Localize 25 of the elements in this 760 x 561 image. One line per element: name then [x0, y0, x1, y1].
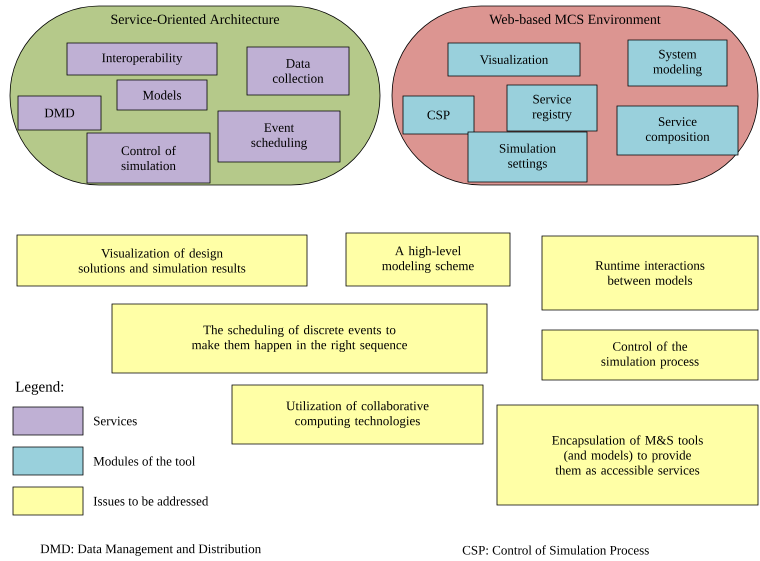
module-box: CSP: [402, 96, 474, 134]
footnote: DMD: Data Management and Distribution: [40, 544, 261, 556]
legend-title: Legend:: [16, 381, 64, 395]
legend-label: Modules of the tool: [94, 456, 196, 466]
module-box: Visualization: [448, 42, 580, 76]
service-box: Control of simulation: [86, 132, 210, 184]
service-box: Interoperability: [66, 42, 218, 76]
issue-box: Control of the simulation process: [542, 330, 758, 380]
service-box: Data collection: [246, 46, 350, 96]
issue-box: A high-level modeling scheme: [346, 232, 510, 286]
module-box: Simulation settings: [468, 132, 588, 182]
service-box: Models: [116, 80, 208, 110]
legend-label: Issues to be addressed: [94, 496, 208, 506]
footnote: CSP: Control of Simulation Process: [462, 545, 649, 555]
module-box: Service composition: [616, 106, 738, 156]
service-box: Event scheduling: [218, 110, 340, 162]
module-box: Service registry: [506, 84, 598, 132]
service-box: DMD: [18, 96, 102, 130]
issue-box: The scheduling of discrete events to make them happen in the right sequence: [112, 304, 488, 374]
issue-box: Runtime interactions between models: [542, 236, 758, 310]
issue-box: Utilization of collaborative computing technologies: [232, 384, 484, 444]
legend-label: Services: [94, 416, 137, 426]
issue-box: Visualization of design solutions and simulation results: [16, 234, 308, 286]
issue-box: Encapsulation of M&S tools (and models) to provide them as accessible services: [496, 404, 758, 506]
module-box: System modeling: [628, 40, 728, 86]
